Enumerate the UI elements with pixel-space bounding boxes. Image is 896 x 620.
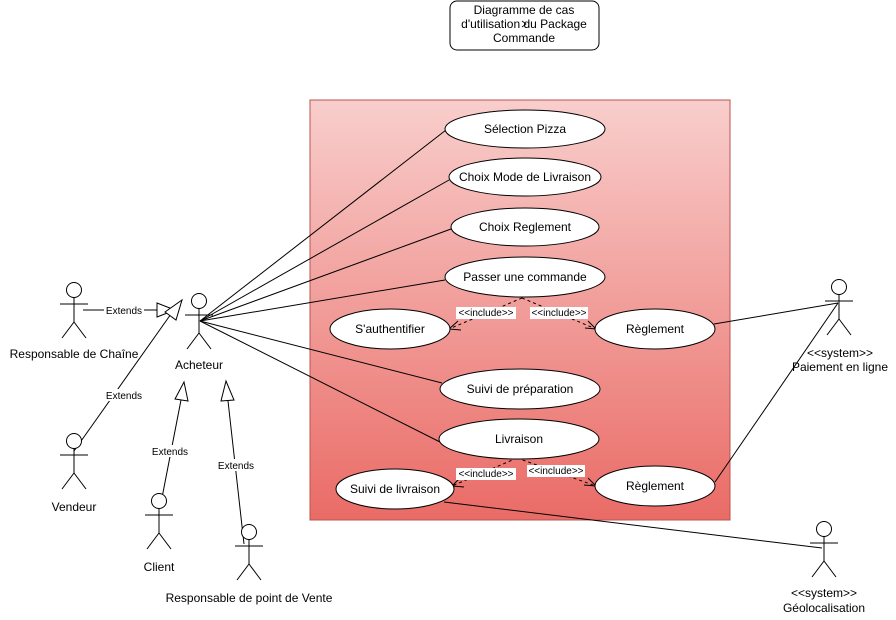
- actor-label: Responsable de point de Vente: [166, 591, 333, 605]
- include-relations: [448, 297, 597, 487]
- acheteur-associations: [199, 129, 452, 443]
- use-case-reglement-1[interactable]: Règlement: [594, 308, 716, 350]
- use-case-passer-commande[interactable]: Passer une commande: [444, 256, 606, 298]
- actor-stereotype: <<system>>: [807, 346, 873, 360]
- system-associations: [443, 302, 839, 549]
- extends-label-client: Extends: [152, 447, 188, 458]
- assoc-passer-commande: [199, 279, 446, 322]
- use-case-label: Passer une commande: [463, 270, 587, 284]
- extends-arrow-client: [174, 380, 189, 402]
- assoc-livraison: [199, 320, 441, 443]
- include-line-reglement1: [521, 297, 597, 330]
- extends-labels: Extends Extends Extends Extends: [104, 304, 256, 472]
- extends-line-vendeur: [73, 313, 172, 452]
- diagram-title: Diagramme de cas d'utilisation du Packag…: [449, 0, 600, 51]
- actor-label: Responsable de Chaîne: [10, 347, 139, 361]
- assoc-reglement1-paiement: [713, 302, 839, 325]
- include-labels: <<include>> <<include>> <<include>> <<in…: [456, 307, 588, 480]
- assoc-selection-pizza: [199, 129, 447, 322]
- assoc-choix-reglement: [199, 228, 452, 322]
- include-line-reglement2: [516, 457, 597, 487]
- actor-label: Géolocalisation: [783, 601, 865, 615]
- use-case-label: Suivi de livraison: [350, 482, 440, 496]
- title-line-2: d'utilisation du Package: [461, 17, 587, 31]
- actor-geolocalisation[interactable]: <<system>> Géolocalisation: [783, 521, 865, 616]
- actor-label: Vendeur: [52, 500, 97, 514]
- extends-arrow-responsable-chaine: [156, 302, 177, 318]
- actor-responsable-point-de-vente[interactable]: Responsable de point de Vente: [166, 524, 333, 606]
- actor-label: Client: [144, 560, 175, 574]
- assoc-choix-livraison: [199, 179, 450, 322]
- use-case-label: Règlement: [626, 479, 685, 493]
- actor-label: Paiement en ligne: [792, 360, 888, 374]
- use-case-authentifier[interactable]: S'authentifier: [329, 308, 451, 350]
- assoc-reglement2-paiement: [714, 302, 839, 483]
- use-case-label: S'authentifier: [355, 322, 425, 336]
- actor-stereotype: <<system>>: [791, 586, 857, 600]
- actor-acheteur[interactable]: Acheteur: [175, 293, 223, 373]
- actor-client[interactable]: Client: [144, 493, 175, 575]
- assoc-suivi-preparation: [199, 320, 443, 384]
- use-case-livraison[interactable]: Livraison: [438, 418, 600, 460]
- title-line-1: Diagramme de cas: [474, 3, 575, 17]
- use-case-choix-reglement[interactable]: Choix Reglement: [450, 207, 600, 247]
- use-case-label: Règlement: [626, 322, 685, 336]
- include-label-reglement2: <<include>>: [528, 466, 583, 477]
- use-case-suivi-livraison[interactable]: Suivi de livraison: [335, 468, 455, 510]
- use-case-choix-livraison[interactable]: Choix Mode de Livraison: [448, 157, 602, 197]
- extends-line-responsable-pv: [227, 400, 245, 545]
- include-label-suivi: <<include>>: [458, 469, 513, 480]
- use-case-label: Sélection Pizza: [484, 122, 566, 136]
- actor-responsable-chaine[interactable]: Responsable de Chaîne: [10, 282, 139, 362]
- extends-label-vendeur: Extends: [106, 391, 142, 402]
- use-case-label: Choix Reglement: [479, 220, 572, 234]
- extends-label-responsable-chaine: Extends: [106, 306, 142, 317]
- actor-vendeur[interactable]: Vendeur: [52, 433, 97, 515]
- use-case-label: Suivi de préparation: [467, 382, 574, 396]
- extends-arrow-vendeur: [164, 298, 183, 321]
- include-label-auth: <<include>>: [458, 308, 513, 319]
- use-case-reglement-2[interactable]: Règlement: [594, 465, 716, 507]
- include-label-reglement1: <<include>>: [531, 308, 586, 319]
- actor-label: Acheteur: [175, 358, 223, 372]
- use-case-label: Livraison: [495, 432, 543, 446]
- title-line-3: Commande: [493, 31, 555, 45]
- include-line-auth: [448, 297, 523, 330]
- use-case-label: Choix Mode de Livraison: [459, 170, 591, 184]
- assoc-suivi-geo: [443, 501, 823, 549]
- use-case-suivi-preparation[interactable]: Suivi de préparation: [439, 368, 601, 410]
- actor-paiement-en-ligne[interactable]: <<system>> Paiement en ligne: [792, 279, 888, 375]
- extends-label-responsable-pv: Extends: [218, 461, 254, 472]
- extends-arrow-responsable-pv: [220, 379, 235, 402]
- use-case-selection-pizza[interactable]: Sélection Pizza: [444, 109, 606, 149]
